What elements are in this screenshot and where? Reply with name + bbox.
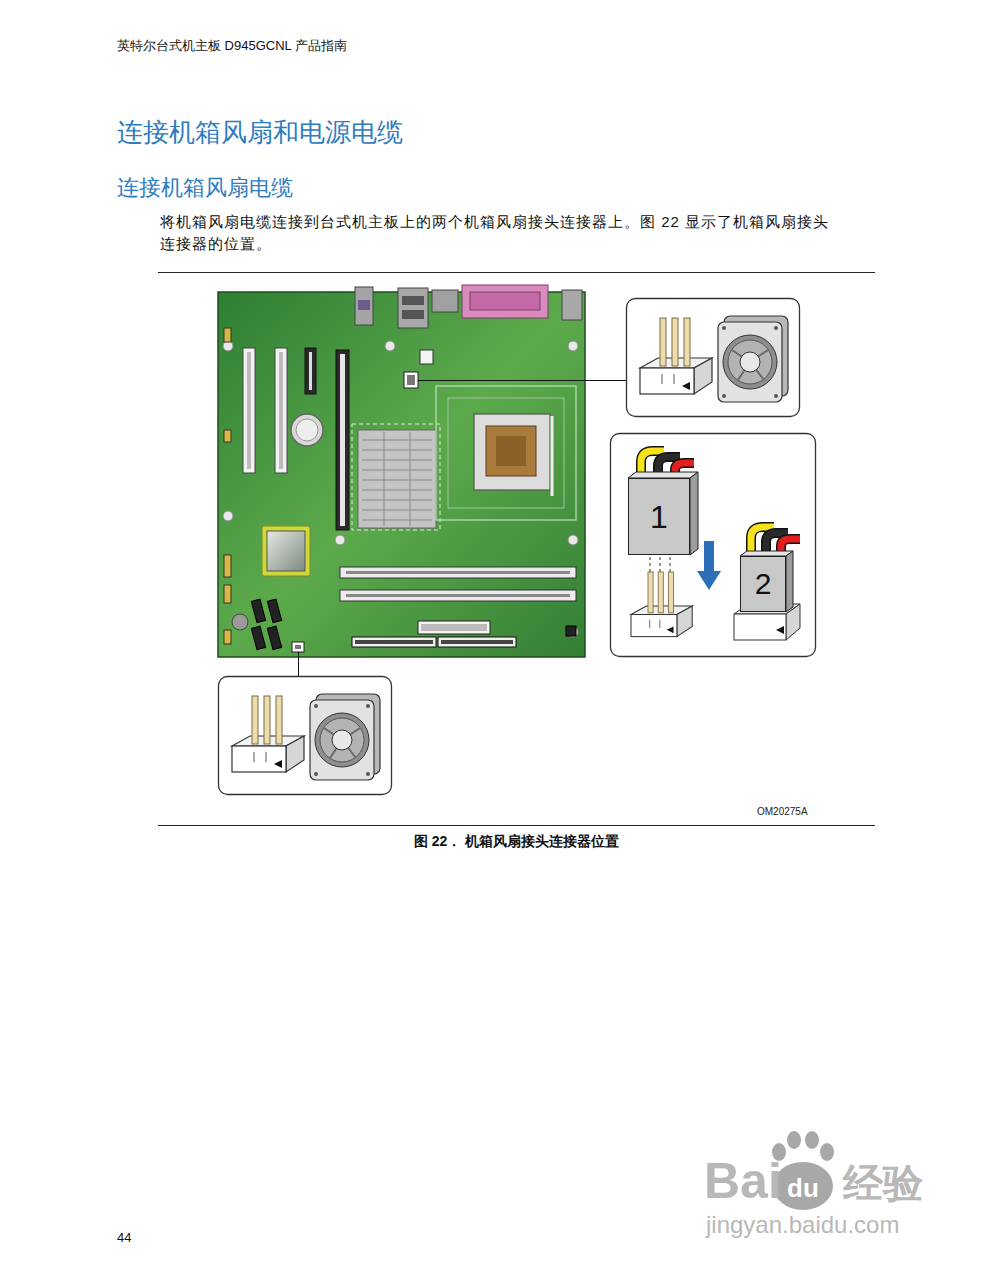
body-paragraph: 将机箱风扇电缆连接到台式机主板上的两个机箱风扇接头连接器上。图 22 显示了机箱… [160,211,850,255]
fan-callout [627,299,800,417]
page-title: 连接机箱风扇和电源电缆 [117,116,403,149]
leader-line [298,652,299,676]
rule-line [158,272,875,273]
leader-line [418,380,626,381]
section-heading: 连接机箱风扇电缆 [117,174,293,202]
watermark-text: 经验 [843,1158,923,1208]
rule-line [158,825,875,826]
plug-number: 1 [650,501,668,533]
watermark-text: Bai [704,1150,782,1213]
plug-number: 2 [755,569,772,599]
page-number: 44 [117,1230,131,1246]
install-callout [611,434,816,657]
fan-callout [219,677,392,795]
figure-caption: 图 22． 机箱风扇接头连接器位置 [158,833,875,851]
connector-plug: 2 [740,556,786,612]
connector-plug: 1 [628,478,690,555]
running-header: 英特尔台式机主板 D945GCNL 产品指南 [117,38,347,54]
watermark-text: du [787,1172,819,1205]
motherboard [218,285,585,657]
watermark-url: jingyan.baidu.com [706,1210,899,1240]
figure-id: OM20275A [757,806,808,819]
